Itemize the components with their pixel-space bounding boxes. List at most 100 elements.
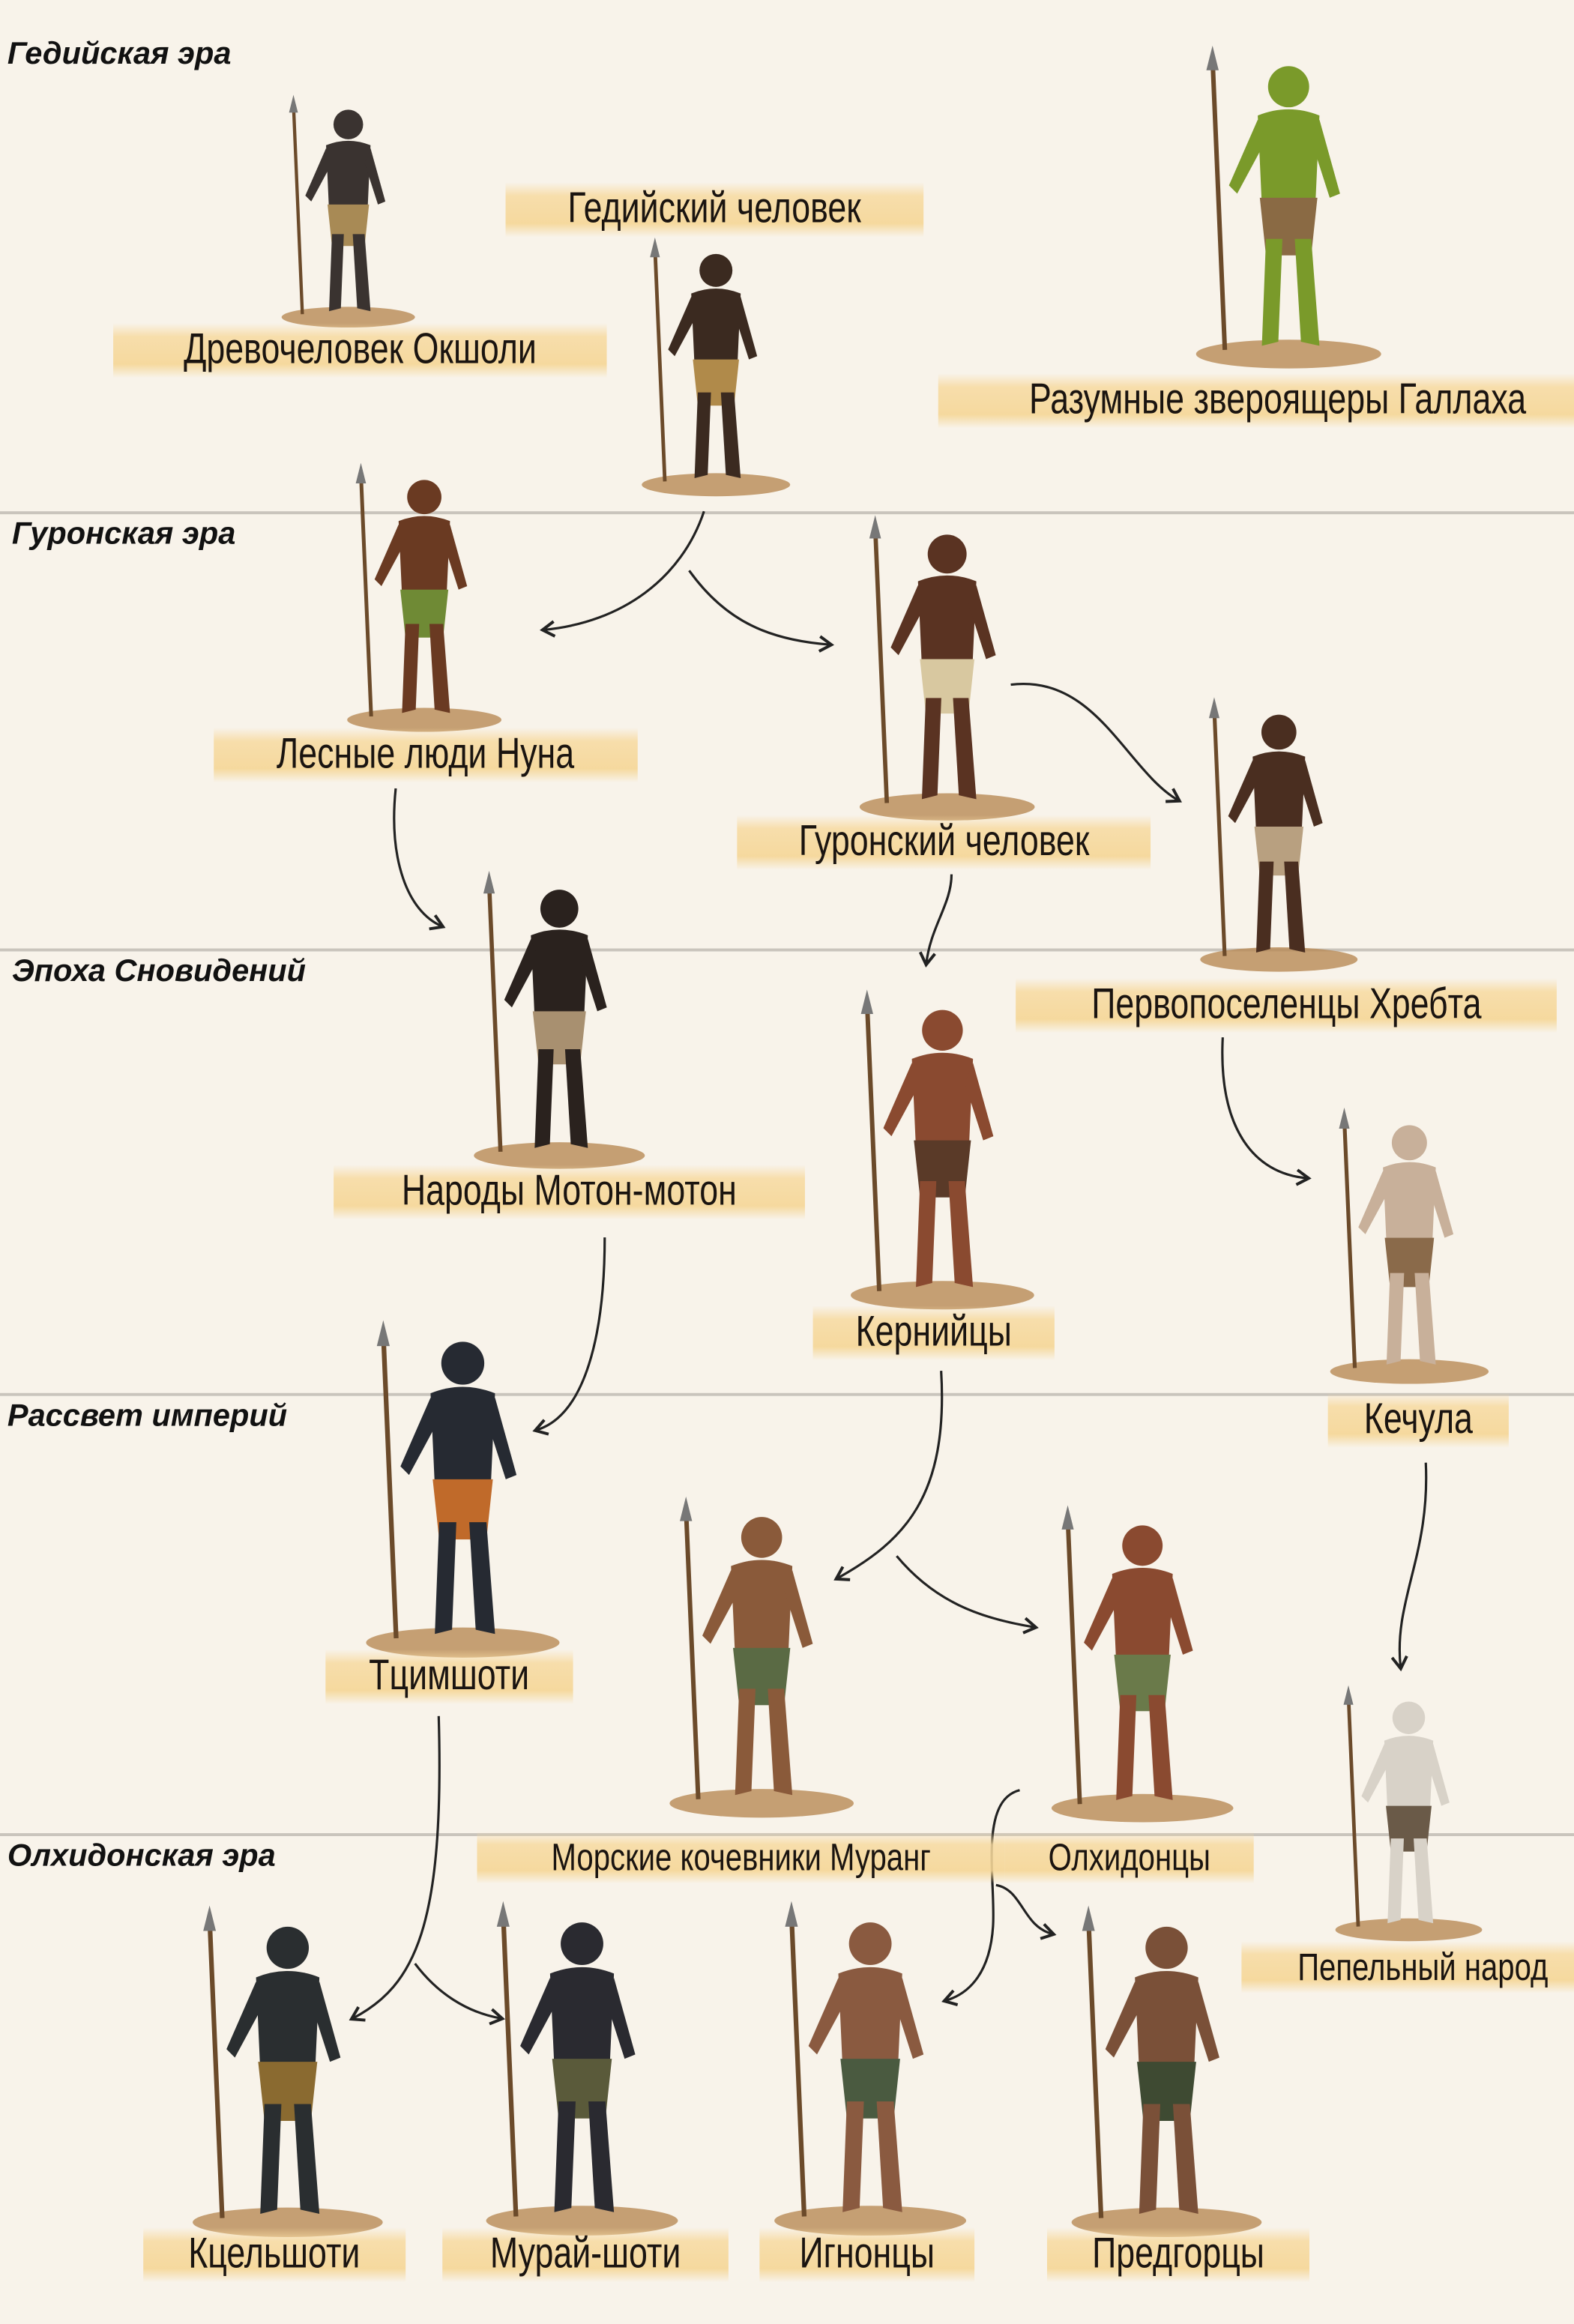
label-olkhidontsy: Олхидонцы xyxy=(1004,1832,1255,1884)
label-text: Мурай-шоти xyxy=(489,2230,681,2278)
arm-right xyxy=(580,939,607,1012)
label-guronsky: Гуронский человек xyxy=(737,815,1151,870)
person-illustration xyxy=(1330,1107,1489,1384)
arm-right xyxy=(893,1978,924,2059)
torso xyxy=(1112,1568,1173,1667)
leg-right xyxy=(1172,2104,1198,2215)
arm-right xyxy=(784,1570,813,1648)
ground-patch xyxy=(1051,1793,1234,1823)
person-illustration xyxy=(486,1901,678,2236)
torso xyxy=(549,1967,615,2072)
figure-tsimshoti xyxy=(326,1316,578,1660)
person-illustration xyxy=(193,1905,383,2238)
leg-left xyxy=(916,1180,937,1288)
spear-icon xyxy=(1086,1918,1104,2218)
spear-tip-icon xyxy=(1208,697,1219,719)
torso xyxy=(838,1967,902,2072)
head xyxy=(1122,1525,1163,1566)
arrow xyxy=(896,1555,1039,1635)
figure-moton xyxy=(444,867,655,1171)
head xyxy=(1392,1701,1426,1734)
arm-right xyxy=(734,297,758,360)
leg-right xyxy=(588,2101,615,2212)
figure-kechula xyxy=(1310,1104,1491,1386)
leg-left xyxy=(534,1048,554,1148)
torso xyxy=(430,1386,495,1493)
spear-icon xyxy=(872,526,890,803)
figure-guronsky xyxy=(815,511,1060,822)
label-tsimshoti: Тцимшоти xyxy=(325,1649,573,1705)
torso xyxy=(911,1052,974,1153)
leg-right xyxy=(876,2101,902,2212)
figure-okshol xyxy=(237,92,444,329)
person-illustration xyxy=(1335,1685,1483,1942)
arm-right xyxy=(1297,760,1323,827)
head xyxy=(1267,66,1309,108)
person-illustration xyxy=(859,515,1035,821)
spear-tip-icon xyxy=(1343,1685,1354,1705)
arm-left xyxy=(520,1978,559,2055)
arm-left xyxy=(668,297,699,357)
ground-patch xyxy=(1200,947,1358,972)
label-gallakh: Разумные звероящеры Галлаха xyxy=(938,373,1574,429)
person-illustration xyxy=(347,462,501,732)
arm-right xyxy=(965,1063,994,1141)
spear-icon xyxy=(292,103,304,315)
spear-icon xyxy=(207,1918,225,2218)
spear-tip-icon xyxy=(289,94,298,113)
label-text: Кцельшоти xyxy=(188,2230,361,2278)
spear-tip-icon xyxy=(483,870,495,894)
leg-right xyxy=(1284,861,1306,953)
spear-icon xyxy=(653,247,667,482)
arm-right xyxy=(1311,119,1340,198)
label-text: Морские кочевники Муранг xyxy=(551,1835,931,1880)
leg-right xyxy=(948,1180,974,1288)
label-text: Игнонцы xyxy=(799,2230,935,2278)
leg-right xyxy=(1414,1273,1436,1365)
label-text: Кечула xyxy=(1363,1395,1473,1443)
figure-olkhidontsy xyxy=(1019,1501,1245,1824)
head xyxy=(1391,1125,1427,1161)
arm-right xyxy=(968,585,996,660)
leg-left xyxy=(842,2101,864,2212)
figure-ktselshoti xyxy=(153,1901,402,2239)
spear-tip-icon xyxy=(1082,1905,1095,1931)
label-text: Гуронский человек xyxy=(798,818,1090,866)
head xyxy=(699,253,733,287)
label-kerniytsy: Кернийцы xyxy=(812,1306,1055,1361)
figure-murang xyxy=(649,1489,854,1823)
arm-left xyxy=(1105,1982,1144,2058)
leg-right xyxy=(429,624,450,713)
leg-left xyxy=(260,2104,282,2215)
era-divider xyxy=(0,1392,1574,1396)
ground-patch xyxy=(281,307,415,328)
spear-tip-icon xyxy=(650,237,660,258)
leg-left xyxy=(1255,861,1274,953)
label-ignontsy: Игнонцы xyxy=(759,2227,975,2283)
label-ktselshoti: Кцельшоти xyxy=(143,2227,405,2283)
arm-left xyxy=(1084,1578,1121,1651)
person-illustration xyxy=(474,870,645,1169)
arm-right xyxy=(605,1978,636,2059)
arm-left xyxy=(1228,119,1267,194)
label-pervoposelentsy: Первопоселенцы Хребта xyxy=(1016,978,1558,1033)
spear-tip-icon xyxy=(496,1901,510,1927)
spear-icon xyxy=(358,473,373,717)
arm-left xyxy=(400,1397,439,1476)
torso xyxy=(256,1970,320,2075)
spear-tip-icon xyxy=(1206,45,1219,70)
label-text: Древочеловек Окшоли xyxy=(184,326,537,374)
torso xyxy=(398,516,450,600)
torso xyxy=(1252,751,1306,837)
ground-patch xyxy=(1330,1359,1489,1384)
leg-right xyxy=(294,2104,320,2215)
arm-left xyxy=(1228,760,1260,824)
head xyxy=(1145,1926,1188,1970)
head xyxy=(1261,714,1297,750)
spear-icon xyxy=(486,881,503,1152)
ground-patch xyxy=(642,473,791,497)
leg-right xyxy=(352,234,371,312)
era-divider xyxy=(0,511,1574,515)
arm-right xyxy=(364,148,386,205)
